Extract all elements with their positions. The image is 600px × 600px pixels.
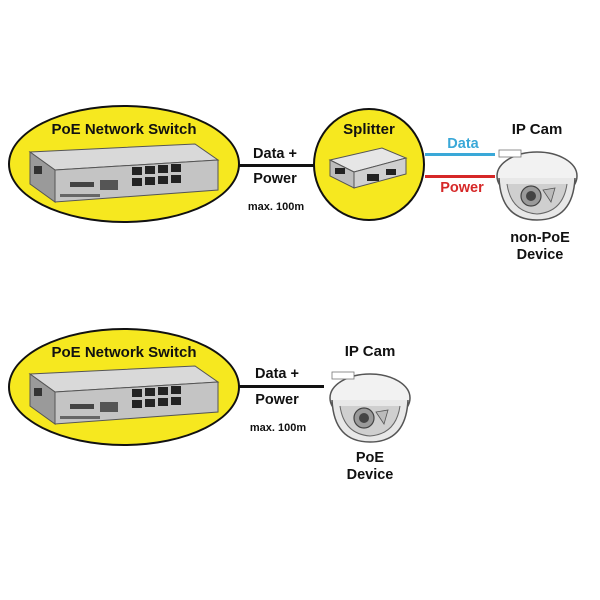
device-type-bottom-line1: PoE [355, 450, 385, 466]
cable-switch-splitter [238, 164, 318, 167]
dome-camera-icon [329, 371, 411, 443]
network-switch-icon [28, 365, 220, 425]
cable-switch-camera [238, 385, 324, 388]
device-type-top-line1: non-PoE [510, 230, 570, 246]
splitter-device-icon [328, 147, 408, 189]
link-label-top-line1: Data + [253, 146, 297, 162]
camera-title-top: IP Cam [511, 121, 563, 138]
network-switch-icon [28, 143, 220, 203]
splitter-title: Splitter [343, 121, 395, 138]
link-label-top-line2: Power [253, 171, 297, 187]
power-line [425, 175, 495, 178]
link-label-bottom-line2: Power [255, 392, 299, 408]
data-output-label: Data [447, 136, 479, 152]
switch-title-bottom: PoE Network Switch [51, 344, 197, 361]
power-output-label: Power [440, 180, 484, 196]
device-type-bottom-line2: Device [346, 467, 394, 483]
link-label-bottom-line1: Data + [255, 366, 299, 382]
link-distance-bottom: max. 100m [249, 422, 307, 434]
camera-title-bottom: IP Cam [344, 343, 396, 360]
dome-camera-icon [496, 149, 578, 221]
data-line [425, 153, 495, 156]
device-type-top-line2: Device [516, 247, 564, 263]
link-distance-top: max. 100m [247, 201, 305, 213]
switch-title-top: PoE Network Switch [51, 121, 197, 138]
